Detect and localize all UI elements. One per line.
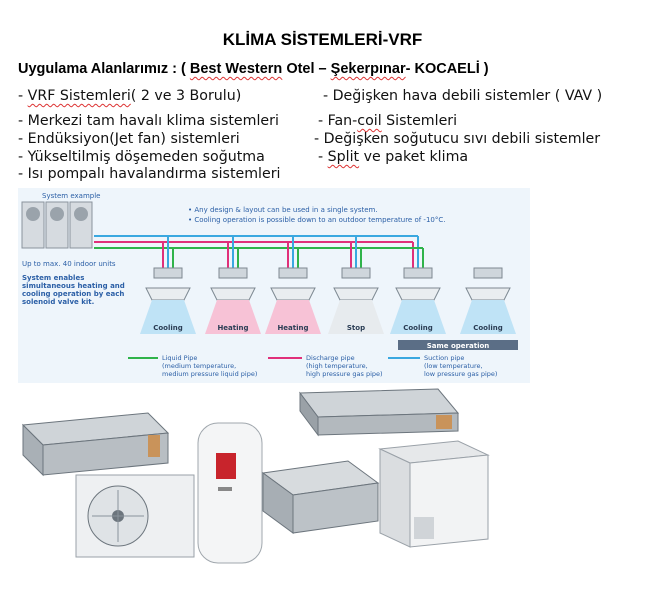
subtitle-suffix: - KOCAELİ )	[405, 61, 489, 77]
indoor-unit-mode-label: Heating	[217, 324, 248, 332]
system-example-label: System example	[42, 192, 100, 200]
diagram-note-1: • Any design & layout can be used in a s…	[188, 206, 378, 214]
legend-discharge-line2: (high temperature,	[306, 362, 368, 370]
indoor-unit-mode-label: Stop	[347, 324, 365, 332]
legend-suction: Suction pipe	[424, 354, 464, 362]
legend-suction-line2: (low temperature,	[424, 362, 483, 370]
page-title: KLİMA SİSTEMLERİ-VRF	[222, 30, 423, 49]
item-enduksiyon: - Endüksiyon(Jet fan) sistemleri	[18, 131, 240, 147]
water-tank-image	[197, 422, 263, 564]
floor-standing-unit-image	[378, 440, 490, 548]
vrf-system-diagram: System example • Any design & layout can…	[18, 188, 530, 383]
up-to-label: Up to max. 40 indoor units	[22, 260, 116, 268]
product-photos	[18, 383, 628, 568]
indoor-unit-2: Heating	[205, 267, 261, 334]
legend-discharge: Discharge pipe	[306, 354, 355, 362]
pipe-lines	[94, 235, 424, 268]
item-vrf: - VRF Sistemleri( 2 ve 3 Borulu)	[18, 88, 242, 104]
outdoor-split-unit-image	[75, 474, 195, 558]
legend-liquid: Liquid Pipe	[162, 354, 197, 362]
indoor-unit-5: Cooling	[390, 267, 446, 334]
enables-line-2: simultaneous heating and	[22, 282, 125, 290]
item-sogutucu: - Değişken soğutucu sıvı debili sistemle…	[314, 131, 601, 147]
item-split: - Split ve paket klima	[318, 149, 469, 165]
indoor-units: Cooling Heating Heating Stop Cooling Cooling	[140, 267, 516, 334]
indoor-unit-3: Heating	[265, 267, 321, 334]
indoor-unit-4: Stop	[328, 267, 384, 334]
same-operation-bar	[398, 340, 518, 350]
fan-coil-box-image	[261, 460, 380, 534]
diagram-note-2: • Cooling operation is possible down to …	[188, 216, 445, 224]
item-yukseltilmis: - Yükseltilmiş döşemeden soğutma	[18, 149, 265, 165]
subtitle-sekerpinar: Şekerpınar	[330, 61, 406, 77]
ducted-unit-image	[21, 412, 170, 477]
pipe-legend: Liquid Pipe (medium temperature, medium …	[128, 354, 497, 378]
indoor-unit-1: Cooling	[140, 267, 196, 334]
application-area-line: Uygulama Alanlarımız : ( Best Western Ot…	[18, 61, 489, 77]
item-vav: - Değişken hava debili sistemler ( VAV )	[323, 88, 603, 104]
legend-discharge-line3: high pressure gas pipe)	[306, 370, 383, 378]
indoor-unit-mode-label: Heating	[277, 324, 308, 332]
same-operation-label: Same operation	[427, 342, 490, 350]
item-merkezi: - Merkezi tam havalı klima sistemleri	[18, 113, 279, 129]
item-isi: - Isı pompalı havalandırma sistemleri	[18, 166, 281, 182]
legend-suction-line3: low pressure gas pipe)	[424, 370, 497, 378]
item-fancoil: - Fan-coil Sistemleri	[318, 113, 458, 129]
enables-line-3: cooling operation by each	[22, 290, 124, 298]
enables-line-1: System enables	[22, 274, 84, 282]
subtitle-prefix: Uygulama Alanlarımız : (	[18, 61, 190, 77]
subtitle-otel: Otel –	[282, 61, 331, 77]
legend-liquid-line2: (medium temperature,	[162, 362, 236, 370]
outdoor-units-image	[21, 201, 93, 249]
legend-liquid-line3: medium pressure liquid pipe)	[162, 370, 257, 378]
indoor-unit-mode-label: Cooling	[403, 324, 433, 332]
enables-line-4: solenoid valve kit.	[22, 298, 94, 306]
subtitle-best-western: Best Western	[189, 61, 283, 77]
ducted-unit-2-image	[299, 388, 460, 437]
indoor-unit-6: Cooling	[460, 267, 516, 334]
indoor-unit-mode-label: Cooling	[473, 324, 503, 332]
indoor-unit-mode-label: Cooling	[153, 324, 183, 332]
